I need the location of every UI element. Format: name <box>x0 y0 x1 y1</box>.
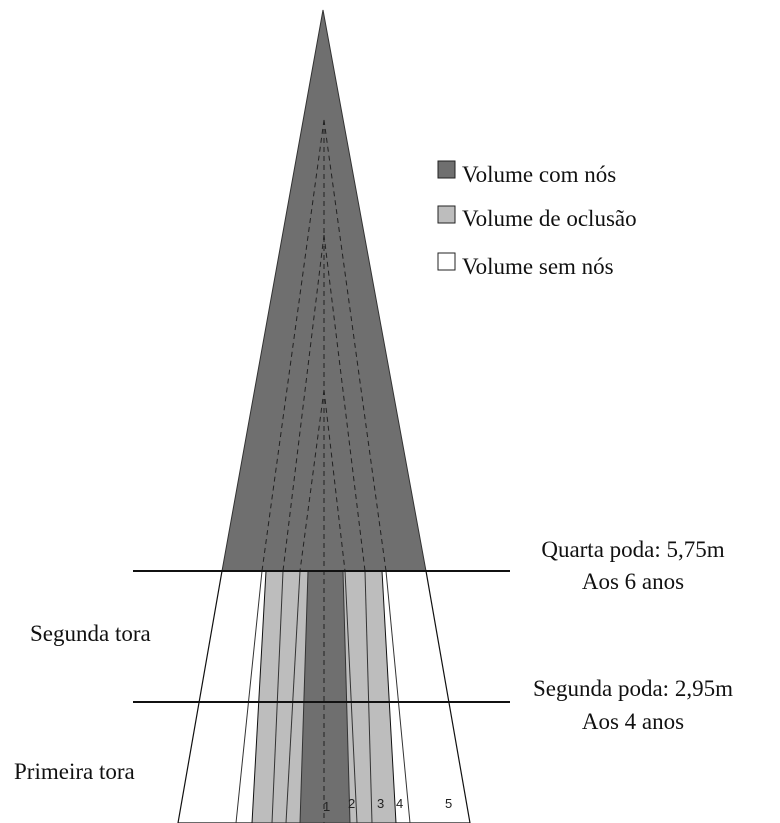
legend-swatch-knotty <box>437 160 456 179</box>
ring-line-left-4 <box>235 570 263 823</box>
ring-number-1: 1 <box>323 799 330 814</box>
first-log-label: Primeira tora <box>14 759 135 784</box>
second-pruning-label: Segunda poda: 2,95m <box>533 676 733 701</box>
legend-label-knotty: Volume com nós <box>462 162 616 187</box>
ring-number-5: 5 <box>445 796 452 811</box>
legend-label-occlusion: Volume de oclusão <box>462 206 637 231</box>
ring-line-left-3 <box>271 570 284 823</box>
legend-label-clear: Volume sem nós <box>462 254 614 279</box>
ring-line-left-2 <box>285 570 301 823</box>
legend-swatch-occlusion <box>437 205 456 224</box>
ring-line-right-2 <box>344 570 358 823</box>
fourth-pruning-label: Quarta poda: 5,75m <box>541 537 724 562</box>
second-pruning-age: Aos 4 anos <box>582 709 684 734</box>
ring-number-4: 4 <box>396 796 403 811</box>
legend: Volume com nós Volume de oclusão Volume … <box>437 160 637 279</box>
ring-line-right-4 <box>385 570 411 823</box>
ring-line-right-3 <box>364 570 373 823</box>
crown-dashed-lines <box>261 119 387 823</box>
crown-knotty-volume <box>221 9 427 572</box>
ring-number-3: 3 <box>377 796 384 811</box>
ring-number-2: 2 <box>348 796 355 811</box>
second-log-label: Segunda tora <box>30 621 151 646</box>
fourth-pruning-age: Aos 6 anos <box>582 569 684 594</box>
legend-swatch-clear <box>437 252 456 271</box>
knotty-core <box>299 570 351 823</box>
